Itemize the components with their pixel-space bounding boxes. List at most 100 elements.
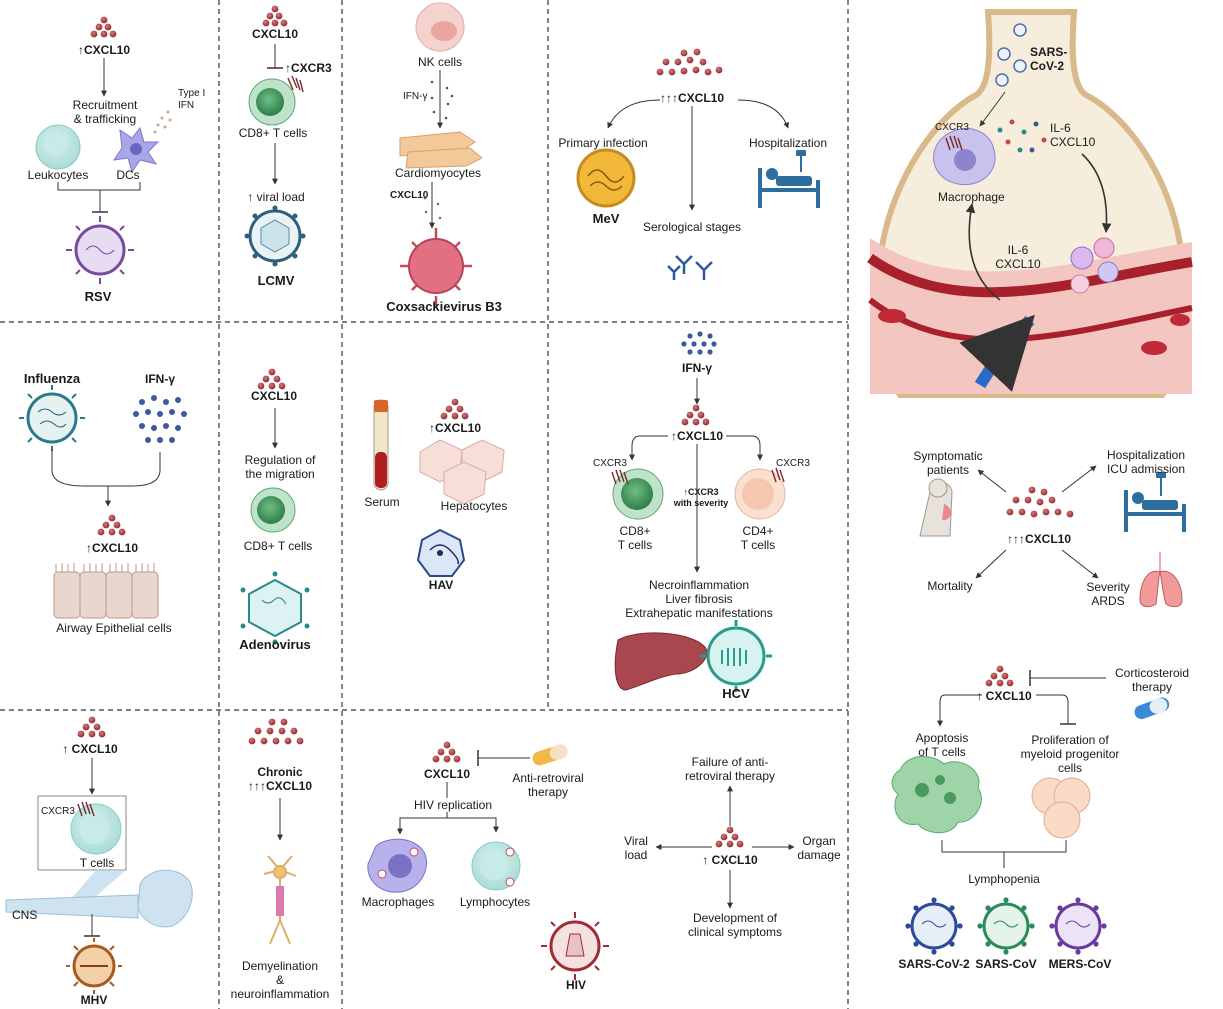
sarscov2-lung-panel [867, 9, 1193, 398]
ifn-gamma-cluster-icon [133, 395, 187, 443]
hiv-replication-label: HIV replication [413, 798, 493, 812]
cxcl10-cluster-icon [440, 398, 469, 420]
measles-panel [576, 48, 820, 280]
sars-cov-virus-icon [977, 897, 1035, 955]
coxsackie-virus-label: Coxsackievirus B3 [386, 299, 502, 314]
sars-cov-2-virus-icon [905, 897, 963, 955]
sars-cov-2-particles-icon [995, 23, 1027, 87]
apoptotic-t-cells-icon [891, 756, 982, 834]
dendritic-cell-icon [112, 126, 160, 174]
pill-icon [1134, 697, 1170, 720]
neuron-icon [263, 855, 297, 945]
hospital-bed-icon [1124, 472, 1186, 532]
cxcl10-cluster-icon [262, 5, 288, 27]
cardiomyocytes-icon [399, 131, 483, 169]
pill-icon [532, 744, 568, 766]
adenovirus-regulation-label: Regulation of the migration [244, 453, 316, 481]
hav-serum-label: Serum [364, 495, 400, 509]
hiv-cxcl10-label: CXCL10 [423, 767, 471, 781]
hiv-virus-label: HIV [565, 978, 587, 992]
patient-icon [919, 478, 953, 537]
hcv-ifn-gamma-label: IFN-γ [682, 361, 712, 375]
influenza-virus-icon [19, 385, 85, 451]
ifn-gamma-dots-icon [430, 80, 454, 120]
hcv-virus-icon [700, 620, 772, 692]
lungs-icon [1139, 552, 1183, 608]
coxsackie-cxcl10-label: CXCL10 [390, 190, 429, 201]
hcv-cxcr3-left-label: CXCR3 [593, 458, 627, 469]
rsv-dcs-label: DCs [116, 168, 140, 182]
cd8-t-cell-icon [250, 487, 296, 533]
measles-primary-label: Primary infection [558, 136, 648, 150]
lymph-lymphopenia-label: Lymphopenia [968, 872, 1040, 886]
measles-serological-label: Serological stages [642, 220, 742, 234]
hcv-cd4-label: CD4+ T cells [740, 524, 776, 552]
adenovirus-virus-label: Adenovirus [239, 637, 311, 652]
influenza-panel [19, 385, 187, 619]
measles-cxcl10-label: ↑↑↑CXCL10 [659, 91, 725, 105]
rsv-virus-icon [66, 216, 134, 284]
hcv-cd8-label: CD8+ T cells [617, 524, 653, 552]
lcmv-cxcl10-label: CXCL10 [251, 27, 299, 41]
influenza-airway-label: Airway Epithelial cells [56, 621, 172, 635]
cxcl10-cluster-icon [1006, 486, 1074, 518]
hiv-virus-icon [541, 912, 609, 980]
macrophage-icon [933, 128, 996, 186]
lung-il6-cxcl10-top-label: IL-6 CXCL10 [1050, 121, 1096, 149]
lcmv-cd8-label: CD8+ T cells [238, 126, 308, 140]
mhv-panel [5, 716, 193, 994]
cd8-t-cell-icon [248, 75, 304, 126]
coxsackievirus-b3-icon [400, 228, 472, 306]
mhv-virus-label: MHV [80, 993, 108, 1007]
covid-symptomatic-label: Symptomatic patients [913, 449, 983, 477]
lcmv-virus-label: LCMV [257, 273, 295, 288]
covid-severity-label: Severity ARDS [1086, 580, 1130, 608]
cxcl10-cluster-icon [248, 718, 304, 745]
hcv-outcomes-label: Necroinflammation Liver fibrosis Extrahe… [625, 578, 773, 620]
antibodies-icon [667, 255, 713, 280]
coxsackie-nk-label: NK cells [417, 55, 463, 69]
macrophage-icon [367, 838, 427, 893]
lymph-sarscov-label: SARS-CoV [975, 957, 1037, 971]
chronic-panel [248, 718, 304, 945]
rsv-panel [35, 16, 172, 284]
coxsackie-cardiomyocytes-label: Cardiomyocytes [394, 166, 482, 180]
nk-cell-icon [415, 2, 465, 52]
hospital-bed-icon [758, 150, 820, 208]
lymph-apoptosis-label: Apoptosis of T cells [915, 731, 969, 759]
cxcl10-cluster-icon [97, 514, 126, 536]
serum-tube-icon [373, 399, 389, 491]
lymph-sarscov2-label: SARS-CoV-2 [898, 957, 970, 971]
mhv-virus-icon [66, 938, 122, 994]
brain-spinal-cord-icon [5, 869, 193, 928]
chronic-cxcl10-label: Chronic ↑↑↑CXCL10 [247, 765, 313, 793]
measles-virus-icon [576, 148, 636, 208]
cxcl10-cluster-icon [257, 368, 286, 390]
myeloid-progenitor-cells-icon [1031, 777, 1091, 839]
lcmv-virus-icon [244, 205, 306, 267]
influenza-cxcl10-label: ↑CXCL10 [85, 541, 139, 555]
hiv-outcomes-cxcl10-label: ↑ CXCL10 [702, 853, 758, 867]
coxsackie-panel [399, 2, 483, 306]
hcv-cxcr3-severity-label: ↑CXCR3 with severity [673, 487, 729, 508]
hcv-cxcr3-right-label: CXCR3 [776, 458, 810, 469]
coxsackie-ifn-gamma-label: IFN-γ [403, 91, 428, 102]
immune-cells-icon [1070, 237, 1119, 294]
cxcl10-cluster-icon [77, 716, 106, 738]
lymph-proliferation-label: Proliferation of myeloid progenitor cell… [1020, 733, 1120, 775]
lcmv-viral-load-label: ↑ viral load [247, 190, 305, 204]
hav-cxcl10-label: ↑CXCL10 [428, 421, 482, 435]
adenovirus-icon [240, 571, 310, 645]
cytokine-dots-icon [997, 119, 1047, 153]
hiv-failure-label: Failure of anti- retroviral therapy [684, 755, 776, 783]
lymph-corticosteroid-label: Corticosteroid therapy [1114, 666, 1190, 694]
rsv-type-i-ifn-label: Type I IFN [178, 88, 206, 111]
lymphopenia-panel [891, 665, 1170, 955]
cd4-t-cell-icon [734, 467, 786, 520]
adenovirus-cd8-label: CD8+ T cells [243, 539, 313, 553]
mhv-cxcr3-label: CXCR3 [41, 806, 75, 817]
hcv-virus-label: HCV [722, 686, 750, 701]
influenza-label: Influenza [23, 371, 81, 386]
hav-panel [373, 398, 505, 577]
